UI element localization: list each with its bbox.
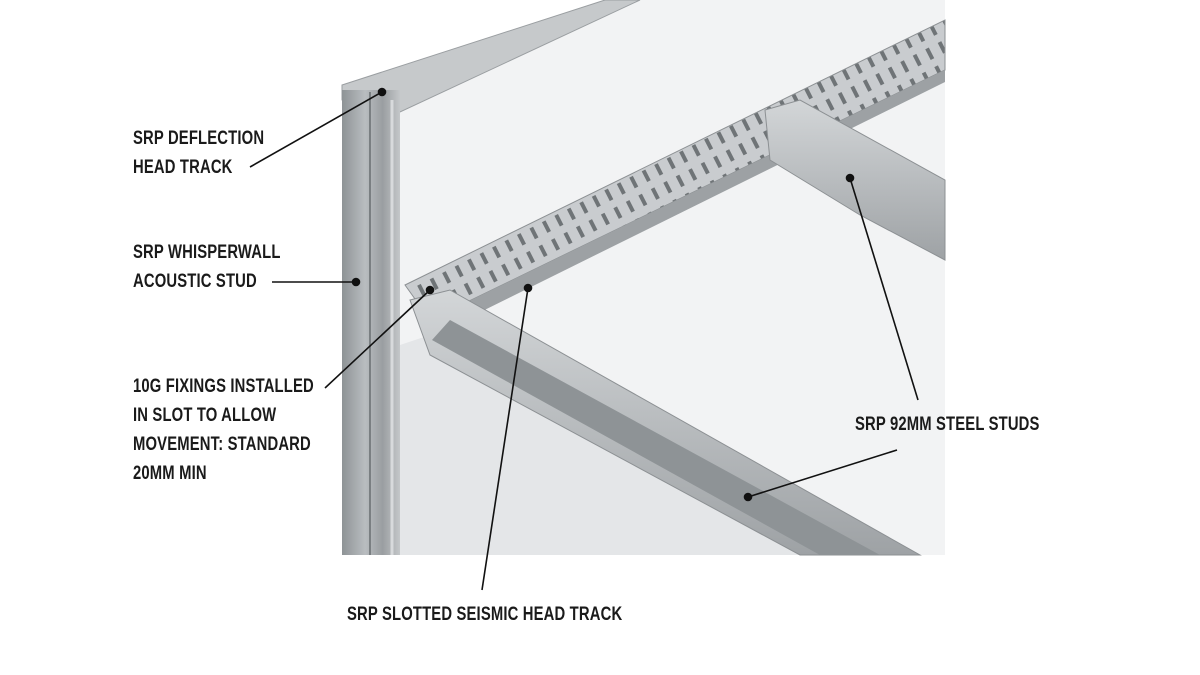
label-line: IN SLOT TO ALLOW [133, 405, 277, 426]
leader-dot [845, 173, 855, 183]
steel-stud-back [764, 99, 946, 261]
label-fixings: 10G FIXINGS INSTALLED IN SLOT TO ALLOW M… [133, 372, 314, 488]
label-line: SRP DEFLECTION [133, 128, 265, 149]
label-steel-studs: SRP 92MM STEEL STUDS [855, 414, 1040, 435]
label-seismic-head-track: SRP SLOTTED SEISMIC HEAD TRACK [347, 604, 623, 625]
label-whisperwall-stud: SRP WHISPERWALL ACOUSTIC STUD [133, 238, 281, 296]
leader-dot [743, 492, 753, 502]
leader-dot [523, 283, 533, 293]
leader-dot [377, 87, 387, 97]
label-line: 10G FIXINGS INSTALLED [133, 376, 314, 397]
label-line: MOVEMENT: STANDARD [133, 434, 311, 455]
leader-dot [351, 277, 361, 287]
label-deflection-head-track: SRP DEFLECTION HEAD TRACK [133, 124, 264, 182]
label-line: ACOUSTIC STUD [133, 271, 257, 292]
label-line: SRP WHISPERWALL [133, 242, 281, 263]
label-line: HEAD TRACK [133, 157, 233, 178]
label-line: 20MM MIN [133, 463, 207, 484]
leader-lines [249, 87, 919, 591]
leader-dot [425, 285, 435, 295]
steel-stud-front-channel [432, 320, 880, 555]
